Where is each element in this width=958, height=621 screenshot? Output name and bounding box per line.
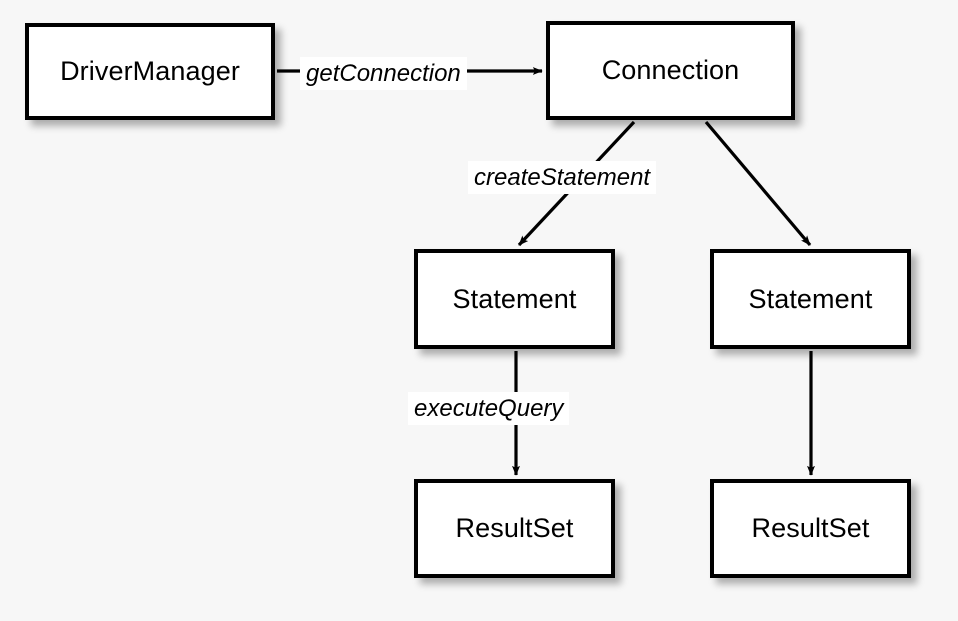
edge-label-createstatement: createStatement bbox=[468, 161, 657, 195]
node-statement-left-label: Statement bbox=[452, 283, 577, 314]
edge-label-getconnection: getConnection bbox=[300, 57, 467, 91]
node-connection[interactable]: Connection bbox=[546, 21, 795, 120]
node-drivermanager-label: DriverManager bbox=[60, 56, 240, 86]
edge-label-executequery: executeQuery bbox=[408, 392, 570, 426]
node-statement-right-label: Statement bbox=[748, 283, 873, 314]
node-drivermanager[interactable]: DriverManager bbox=[25, 23, 275, 120]
node-resultset-right-label: ResultSet bbox=[751, 513, 870, 543]
node-resultset-left[interactable]: ResultSet bbox=[414, 479, 615, 578]
edge-connection-statement-right-line bbox=[704, 120, 812, 247]
node-resultset-left-label: ResultSet bbox=[455, 513, 574, 543]
node-connection-label: Connection bbox=[601, 55, 740, 85]
node-statement-right[interactable]: Statement bbox=[710, 249, 911, 349]
node-resultset-right[interactable]: ResultSet bbox=[710, 479, 911, 578]
node-statement-left[interactable]: Statement bbox=[414, 249, 615, 349]
